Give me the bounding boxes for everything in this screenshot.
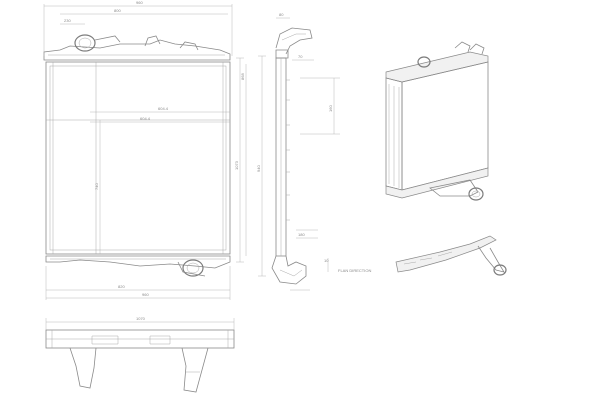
dim-side-upper-offset: 70 — [298, 54, 303, 59]
dim-side-mid-height: 160 — [328, 105, 333, 112]
dim-front-core-width-b: 604.4 — [140, 116, 151, 121]
bracket-detail — [395, 235, 507, 276]
dim-front-height: 1073 — [234, 160, 239, 170]
dim-front-bottom-span: 820 — [118, 284, 125, 289]
dim-bottom-view-width: 1070 — [136, 316, 146, 321]
dim-side-bottom-note: FLAN DIRECTION — [338, 268, 371, 273]
side-view: 80 70 160 940 180 10 FLAN DIRECTION — [256, 12, 371, 291]
isometric-view — [385, 41, 489, 201]
dim-front-core-width-a: 604.4 — [158, 106, 169, 111]
dim-side-bottom-width: 180 — [298, 232, 305, 237]
dim-front-core-height: 740 — [94, 183, 99, 190]
dim-front-height-right: 868 — [240, 73, 245, 80]
dim-side-top-width: 80 — [279, 12, 284, 17]
front-view: 960 800 230 1073 868 740 604.4 604.4 820… — [43, 0, 247, 300]
dim-side-bottom-small: 10 — [324, 258, 329, 263]
dim-front-top-span: 800 — [114, 8, 121, 13]
dim-front-inlet-offset: 230 — [64, 18, 71, 23]
dim-front-overall-width: 960 — [136, 0, 143, 5]
dim-side-total-height: 940 — [256, 165, 261, 172]
bottom-view: 1070 — [45, 316, 235, 393]
dim-front-bottom-overall: 960 — [142, 292, 149, 297]
